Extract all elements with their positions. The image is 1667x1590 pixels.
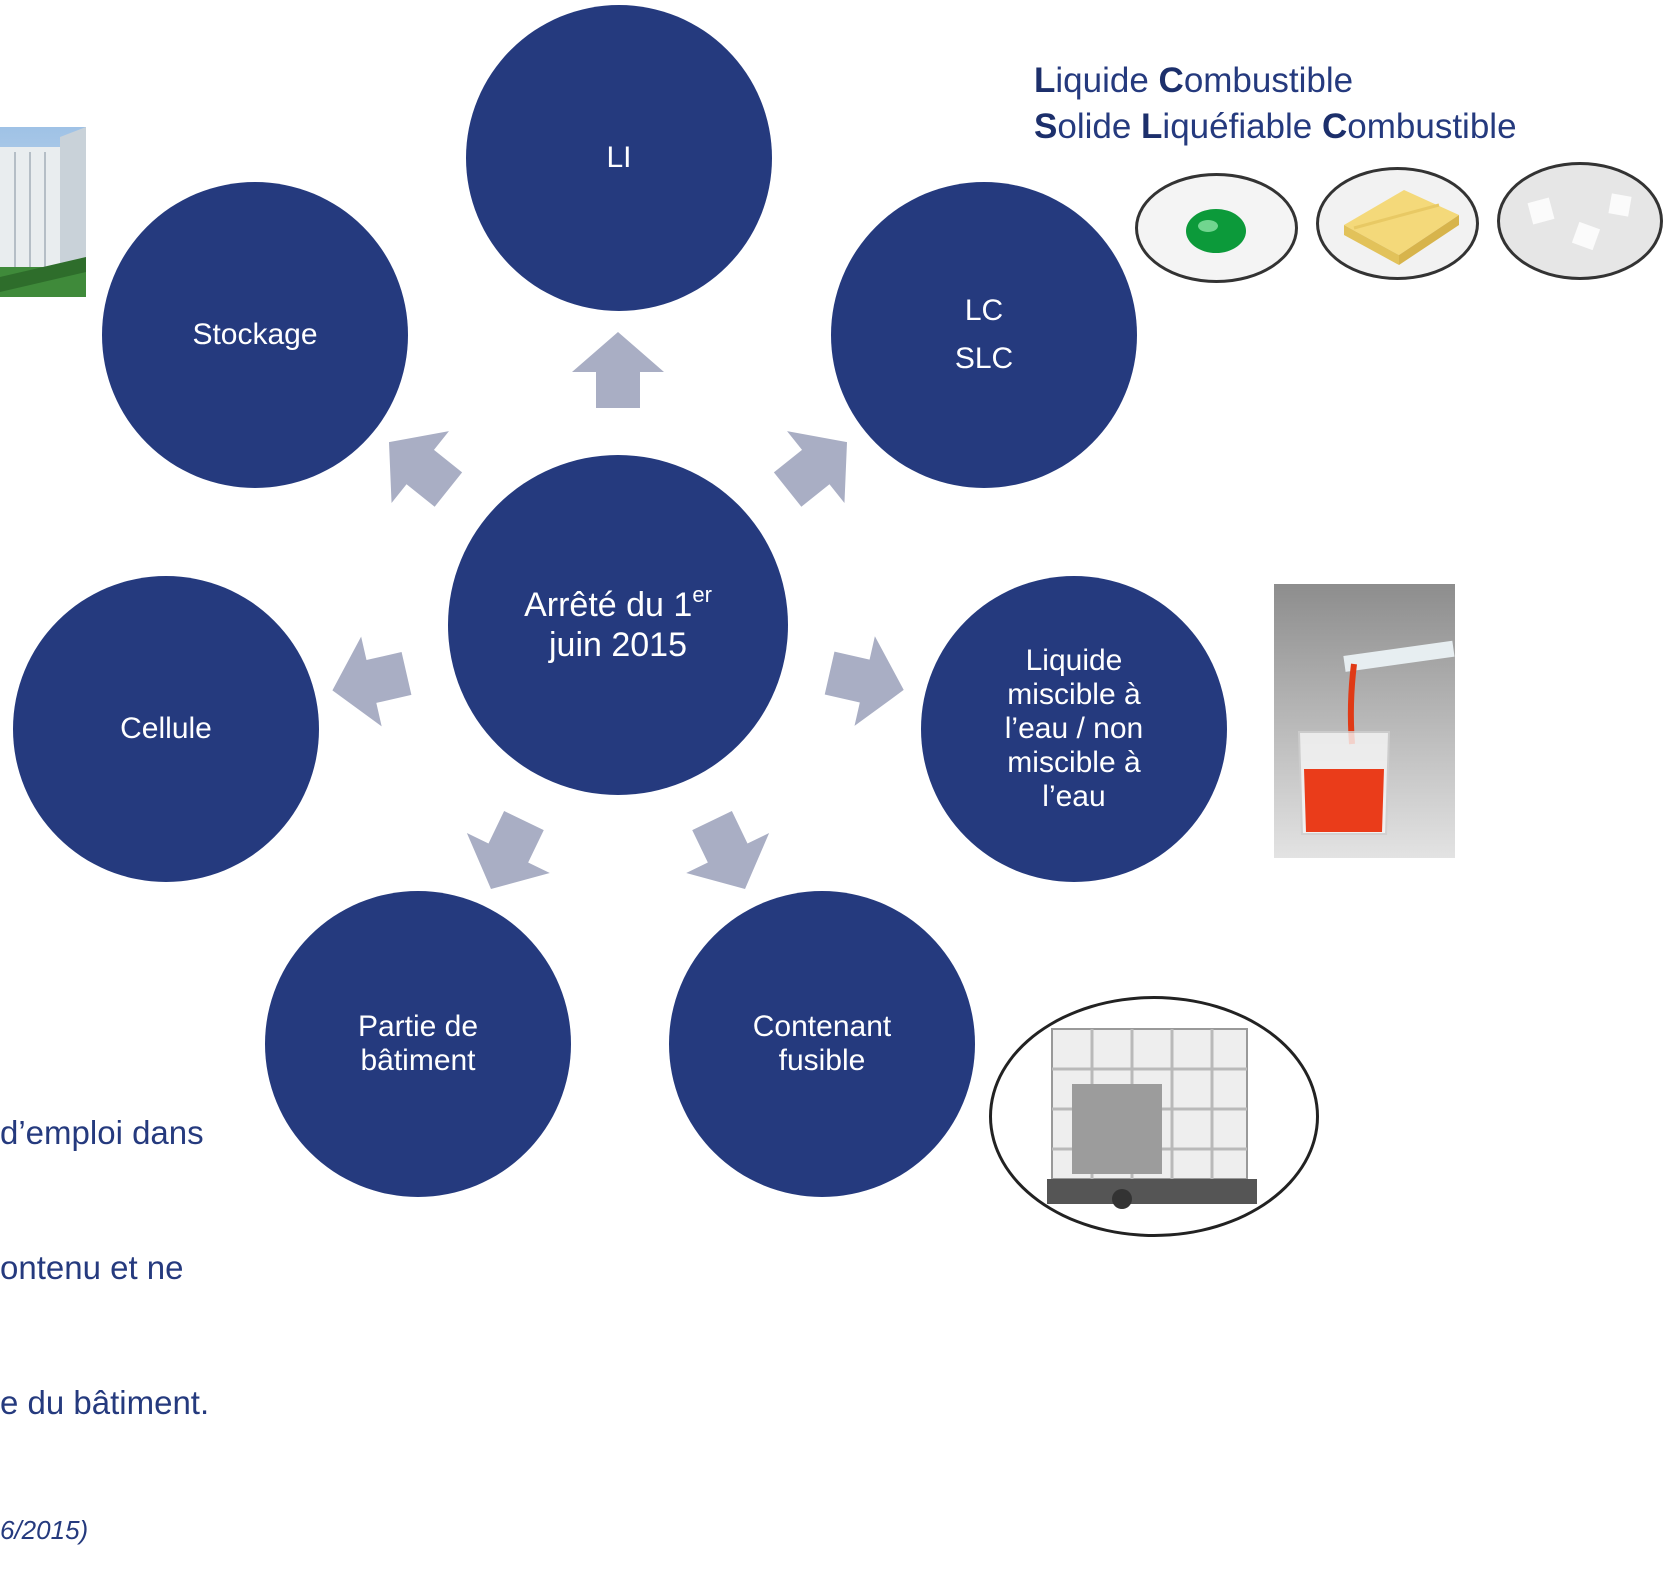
node-contenant-label: Contenant fusible xyxy=(752,1010,892,1077)
note-source: 6/2015) xyxy=(0,1515,89,1545)
detergent-pod-illustration xyxy=(1186,209,1246,253)
center-node: Arrêté du 1er juin 2015 xyxy=(448,455,788,795)
center-label-line2: juin 2015 xyxy=(548,626,687,664)
node-li-label: LI xyxy=(606,141,632,174)
butter-illustration xyxy=(1344,190,1459,265)
arrow-to-liquide xyxy=(824,636,904,726)
legend-initial: L xyxy=(1141,107,1163,146)
node-liquide: Liquide miscible à l’eau / non miscible … xyxy=(921,576,1227,882)
node-lc-label: LC xyxy=(964,294,1004,327)
legend-initial: C xyxy=(1158,61,1184,100)
note-line1: d’emploi dans xyxy=(0,1114,204,1151)
arrow-to-li xyxy=(572,332,664,408)
beaker-illustration xyxy=(1297,640,1455,835)
node-contenant: Contenant fusible xyxy=(669,891,975,1197)
note-line3: e du bâtiment. xyxy=(0,1384,210,1421)
node-partie-label: Partie de bâtiment xyxy=(357,1010,479,1077)
node-li: LI xyxy=(466,5,772,311)
node-cellule-label: Cellule xyxy=(120,712,212,745)
legend-line1: Liquide Combustible xyxy=(1034,58,1517,104)
legend-word: iquide xyxy=(1055,61,1159,100)
ibc-container-illustration xyxy=(1047,1028,1257,1209)
center-label-line1: Arrêté du 1 xyxy=(524,586,693,624)
butter-image xyxy=(1316,167,1479,280)
legend: Liquide Combustible Solide Liquéfiable C… xyxy=(1034,58,1517,150)
node-cellule: Cellule xyxy=(13,576,319,882)
node-stockage-label: Stockage xyxy=(192,318,318,351)
sugar-cubes-image xyxy=(1497,162,1663,280)
arrow-to-stockage xyxy=(388,431,463,507)
node-partie: Partie de bâtiment xyxy=(265,891,571,1197)
sugar-cubes-illustration xyxy=(1527,193,1632,251)
node-slc-label: SLC xyxy=(954,342,1014,375)
legend-word: olide xyxy=(1057,107,1142,146)
detergent-pod-image xyxy=(1135,173,1298,283)
arrow-to-lc-slc xyxy=(773,431,848,507)
note-text: d’emploi dans ontenu et ne e du bâtiment… xyxy=(0,1020,209,1590)
beaker-image xyxy=(1274,584,1455,858)
arrow-to-contenant xyxy=(686,811,770,890)
node-stockage: Stockage xyxy=(102,182,408,488)
building-illustration xyxy=(0,127,86,297)
building-image xyxy=(0,127,86,297)
node-liquide-label: Liquide miscible à l’eau / non miscible … xyxy=(1004,644,1144,813)
legend-word: ombustible xyxy=(1347,107,1517,146)
legend-word: ombustible xyxy=(1183,61,1354,100)
legend-initial: C xyxy=(1322,107,1348,146)
node-lc-slc-label: LC SLC xyxy=(955,287,1013,383)
note-line2: ontenu et ne xyxy=(0,1249,184,1286)
arrow-to-cellule xyxy=(332,636,412,727)
arrows-layer xyxy=(332,332,904,890)
center-label: Arrêté du 1er juin 2015 xyxy=(524,582,712,665)
ibc-container-image xyxy=(989,996,1319,1237)
arrow-to-partie xyxy=(466,811,550,890)
legend-line2: Solide Liquéfiable Combustible xyxy=(1034,104,1517,150)
legend-initial: S xyxy=(1034,107,1058,146)
center-label-sup: er xyxy=(692,582,712,607)
legend-initial: L xyxy=(1034,61,1056,100)
node-lc-slc: LC SLC xyxy=(831,182,1137,488)
legend-word: iquéfiable xyxy=(1162,107,1322,146)
